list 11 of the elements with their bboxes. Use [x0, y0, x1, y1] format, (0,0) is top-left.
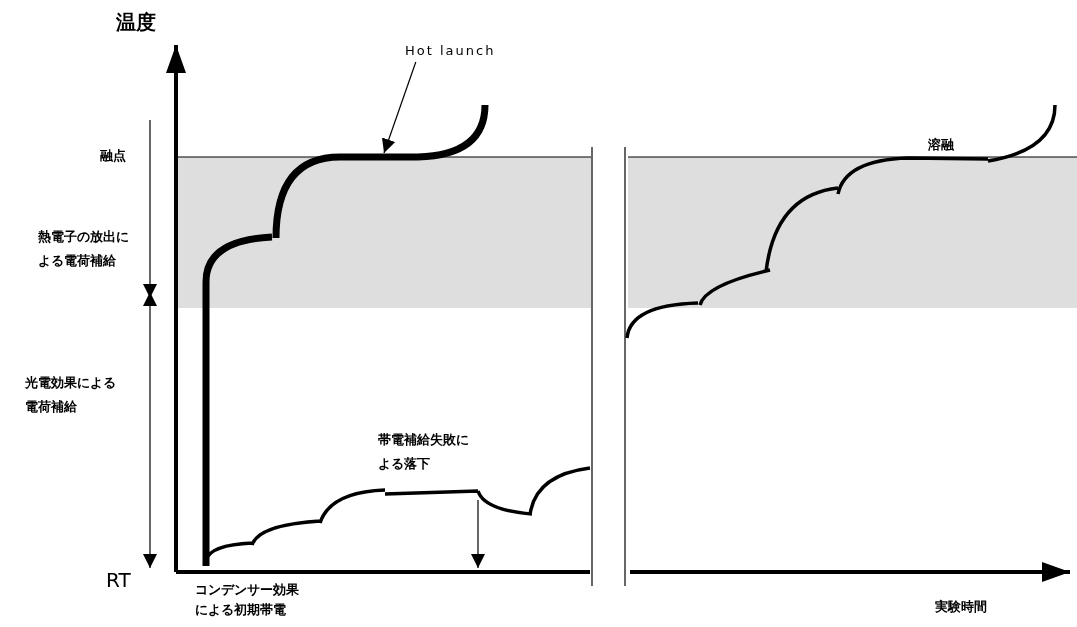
annotation: 帯電補給失敗による落下: [378, 431, 470, 473]
annotation: 溶融: [928, 136, 954, 154]
axis-label: 実験時間: [935, 598, 987, 616]
annotation: 融点: [100, 147, 126, 165]
leader-line: [382, 61, 417, 154]
annotation: コンデンサー効果による初期帯電: [195, 581, 300, 619]
axis-label: RT: [106, 567, 131, 594]
callout-label: Hot launch: [405, 42, 496, 60]
axis-label: 温度: [116, 9, 156, 36]
annotation: 熱電子の放出による電荷補給: [38, 228, 130, 270]
annotation: 光電効果による電荷補給: [25, 374, 117, 416]
